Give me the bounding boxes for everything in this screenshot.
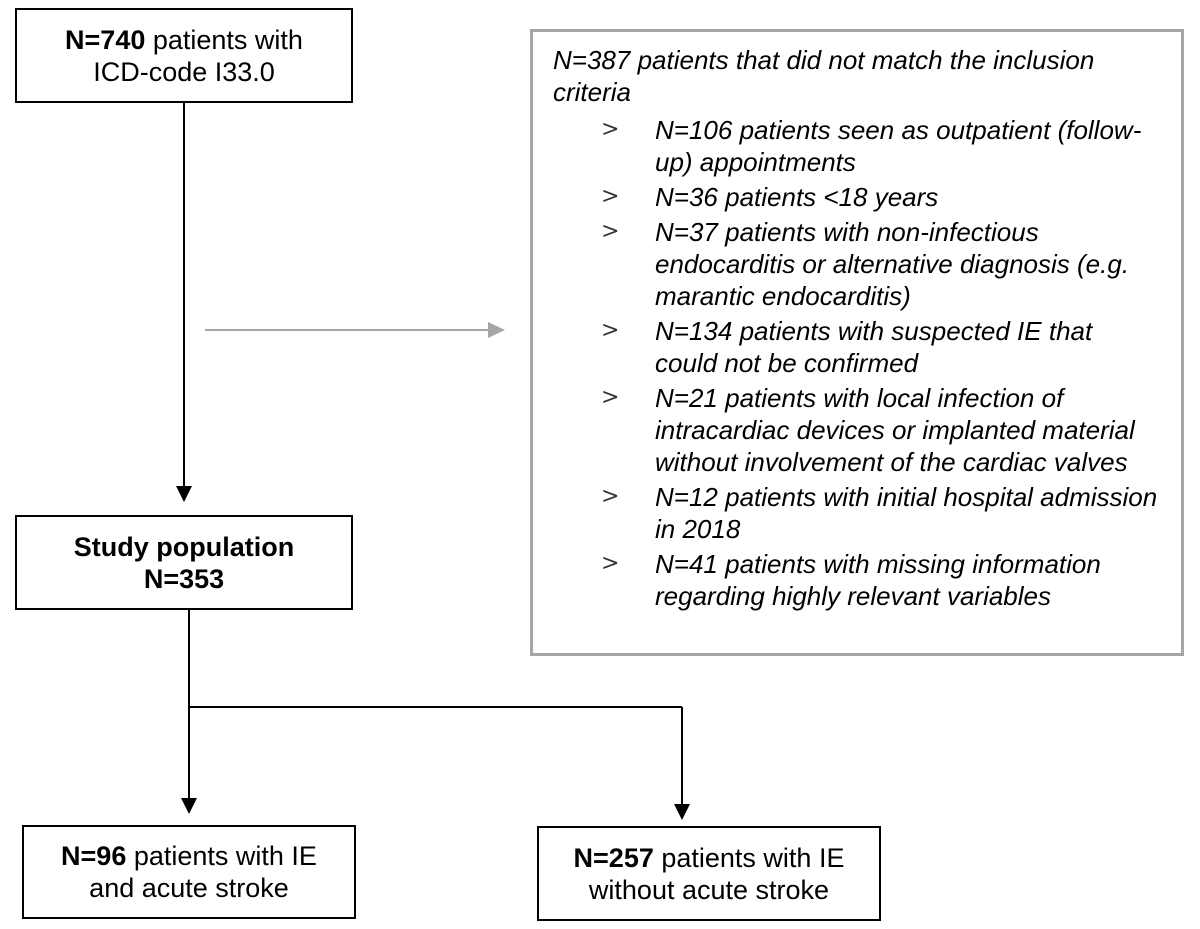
- bullet-arrow-icon: >: [601, 385, 620, 410]
- study-label: Study population: [73, 531, 295, 562]
- bullet-arrow-icon: >: [601, 219, 620, 244]
- exclusion-item: > N=36 patients <18 years: [553, 181, 1161, 213]
- exclusion-item-text: N=21 patients with local infection of in…: [655, 383, 1135, 477]
- stroke-line2: and acute stroke: [89, 873, 289, 903]
- bullet-arrow-icon: >: [601, 318, 620, 343]
- exclusion-item-text: N=106 patients seen as outpatient (follo…: [655, 115, 1142, 177]
- exclusion-box: N=387 patients that did not match the in…: [530, 29, 1184, 656]
- stroke-line1: N=96 patients with IE: [61, 840, 317, 872]
- no-stroke-line2: without acute stroke: [588, 874, 830, 905]
- exclusion-item: > N=134 patients with suspected IE that c…: [553, 315, 1161, 379]
- exclusion-item: > N=12 patients with initial hospital adm…: [553, 481, 1161, 545]
- total-count: N=740: [65, 24, 146, 55]
- no-stroke-label: patients with IE: [653, 842, 845, 873]
- exclusion-item: > N=37 patients with non-infectious endoc…: [553, 216, 1161, 312]
- stroke-label: patients with IE: [126, 841, 317, 871]
- box-ie-no-stroke: N=257 patients with IE without acute str…: [537, 826, 881, 921]
- exclusion-heading: N=387 patients that did not match the in…: [553, 45, 1095, 107]
- arrowhead-study: [176, 486, 192, 502]
- total-code: ICD-code I33.0: [93, 56, 275, 87]
- exclusion-item: > N=21 patients with local infection of i…: [553, 382, 1161, 478]
- exclusion-item-text: N=12 patients with initial hospital admi…: [655, 482, 1158, 544]
- box-total-patients: N=740 patients with ICD-code I33.0: [15, 8, 353, 103]
- exclusion-item-text: N=41 patients with missing information r…: [655, 549, 1101, 611]
- exclusion-list: > N=106 patients seen as outpatient (foll…: [553, 114, 1161, 612]
- exclusion-item-text: N=36 patients <18 years: [655, 182, 939, 212]
- arrowhead-stroke: [181, 798, 197, 814]
- no-stroke-line1: N=257 patients with IE: [574, 842, 845, 874]
- box-ie-acute-stroke: N=96 patients with IE and acute stroke: [22, 825, 356, 919]
- bullet-arrow-icon: >: [601, 484, 620, 509]
- stroke-count: N=96: [61, 841, 127, 871]
- total-label: patients with: [145, 24, 303, 55]
- no-stroke-count: N=257: [573, 842, 654, 873]
- box-total-line1: N=740 patients with: [65, 24, 303, 56]
- box-study-population: Study population N=353: [15, 515, 353, 610]
- exclusion-item-text: N=134 patients with suspected IE that co…: [655, 316, 1093, 378]
- bullet-arrow-icon: >: [601, 184, 620, 209]
- arrowhead-no-stroke: [674, 804, 690, 820]
- exclusion-item: > N=106 patients seen as outpatient (foll…: [553, 114, 1161, 178]
- exclusion-item-text: N=37 patients with non-infectious endoca…: [655, 217, 1130, 311]
- bullet-arrow-icon: >: [601, 117, 620, 142]
- study-count: N=353: [143, 563, 225, 594]
- bullet-arrow-icon: >: [601, 551, 620, 576]
- exclusion-item: > N=41 patients with missing information …: [553, 548, 1161, 612]
- arrowhead-exclusion: [488, 322, 505, 338]
